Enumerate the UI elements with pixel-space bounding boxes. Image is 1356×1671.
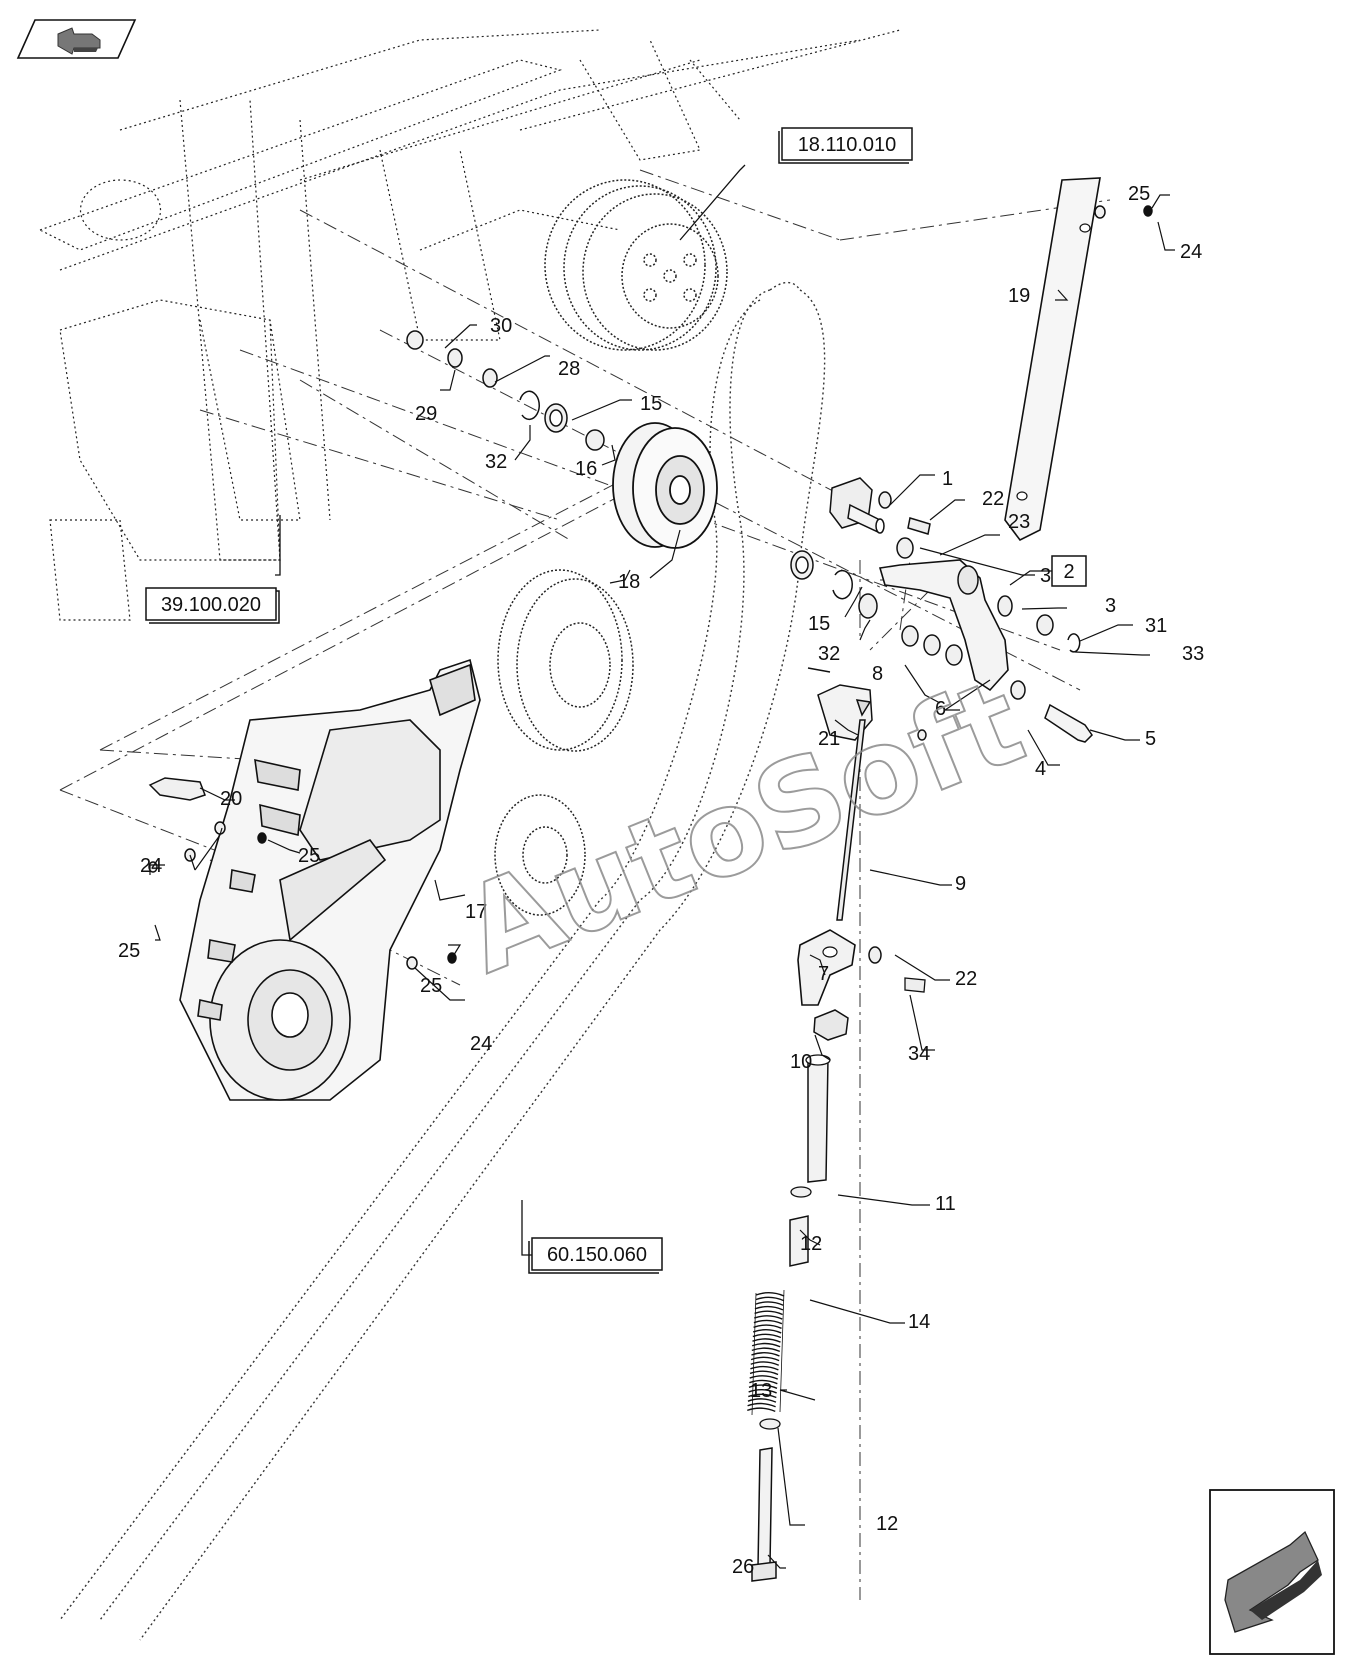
assembly-label-2-text: 2 bbox=[1063, 561, 1074, 583]
strap-19-hole bbox=[1079, 223, 1091, 233]
next-arrow-icon[interactable] bbox=[1209, 1489, 1335, 1655]
bracket-20 bbox=[148, 777, 206, 801]
callout: 24 bbox=[140, 855, 162, 877]
callout: 25 bbox=[118, 940, 140, 962]
pivot-plate-1 bbox=[829, 477, 931, 535]
callout: 12 bbox=[876, 1513, 898, 1535]
callout: 15 bbox=[640, 393, 662, 415]
drive-pulley bbox=[544, 179, 728, 351]
callout: 6 bbox=[935, 698, 946, 720]
callout: 8 bbox=[872, 663, 883, 685]
sleeve-14 bbox=[789, 1215, 809, 1267]
callout: 4 bbox=[1035, 758, 1046, 780]
callout: 11 bbox=[935, 1193, 956, 1215]
callout: 12 bbox=[800, 1233, 822, 1255]
tensioner-arm-hub bbox=[957, 565, 979, 595]
rod-9 bbox=[807, 667, 873, 921]
callout: 22 bbox=[982, 488, 1004, 510]
callout: 24 bbox=[470, 1033, 492, 1055]
callout: 33 bbox=[1182, 643, 1204, 665]
callout: 28 bbox=[558, 358, 580, 380]
callout: 3 bbox=[1105, 595, 1116, 617]
callout: 7 bbox=[818, 963, 829, 985]
reference-label: 60.150.060 bbox=[547, 1244, 647, 1266]
bolt-34 bbox=[904, 977, 926, 993]
lower-pulley bbox=[494, 569, 634, 916]
callout: 19 bbox=[1008, 285, 1030, 307]
callout: 23 bbox=[1008, 511, 1030, 533]
spring-13 bbox=[747, 1289, 785, 1416]
callout: 22 bbox=[955, 968, 977, 990]
small-hardware bbox=[148, 205, 1153, 970]
callout: 3 bbox=[1040, 565, 1051, 587]
reference-60-150-060[interactable]: 60.150.060 bbox=[521, 1200, 663, 1274]
nut-10 bbox=[813, 1009, 849, 1041]
callout: 10 bbox=[790, 1051, 812, 1073]
back-arrow-icon[interactable] bbox=[16, 19, 137, 59]
strap-19-hole-lower bbox=[1016, 491, 1028, 501]
callout: 13 bbox=[750, 1380, 772, 1402]
leader-lines bbox=[149, 194, 1175, 1569]
callout-labels: 30 29 28 32 15 16 18 1 22 23 3 3 31 33 1… bbox=[118, 183, 1204, 1578]
watermark-text: AutoSoft bbox=[445, 652, 1041, 1000]
callout: 34 bbox=[908, 1043, 930, 1065]
callout: 14 bbox=[908, 1311, 930, 1333]
callout: 15 bbox=[808, 613, 830, 635]
callout: 32 bbox=[485, 451, 507, 473]
callout: 25 bbox=[1128, 183, 1150, 205]
washer-12-lower bbox=[759, 1418, 781, 1430]
callout: 25 bbox=[298, 845, 320, 867]
bracket-7-hole bbox=[822, 946, 838, 958]
callout: 31 bbox=[1145, 615, 1167, 637]
bracket-7 bbox=[797, 929, 856, 1006]
reference-label: 18.110.010 bbox=[798, 134, 897, 156]
callout: 16 bbox=[575, 458, 597, 480]
reference-label: 39.100.020 bbox=[161, 594, 261, 616]
washer-12-upper bbox=[790, 1186, 812, 1198]
bolt-26 bbox=[757, 1447, 773, 1568]
tensioner-arm bbox=[878, 559, 1009, 692]
callout: 25 bbox=[420, 975, 442, 997]
tube-11 bbox=[807, 1057, 829, 1183]
callout: 17 bbox=[465, 901, 487, 923]
callout: 9 bbox=[955, 873, 966, 895]
callout: 30 bbox=[490, 315, 512, 337]
callout: 21 bbox=[818, 728, 840, 750]
callout: 1 bbox=[942, 468, 953, 490]
callout: 20 bbox=[220, 788, 242, 810]
assembly-label-2: 2 bbox=[1009, 555, 1087, 587]
bolt-5 bbox=[1044, 703, 1093, 743]
callout: 29 bbox=[415, 403, 437, 425]
idler-pulley-18 bbox=[612, 422, 718, 549]
callout: 18 bbox=[618, 571, 640, 593]
callout: 32 bbox=[818, 643, 840, 665]
callout: 5 bbox=[1145, 728, 1156, 750]
callout: 26 bbox=[732, 1556, 754, 1578]
reference-18-110-010[interactable]: 18.110.010 bbox=[679, 127, 913, 241]
belt-shield-cover bbox=[179, 658, 481, 1101]
callout: 24 bbox=[1180, 241, 1202, 263]
bolt-26-head bbox=[751, 1561, 777, 1582]
strap-19 bbox=[1004, 177, 1101, 542]
reference-39-100-020[interactable]: 39.100.020 bbox=[145, 515, 281, 624]
